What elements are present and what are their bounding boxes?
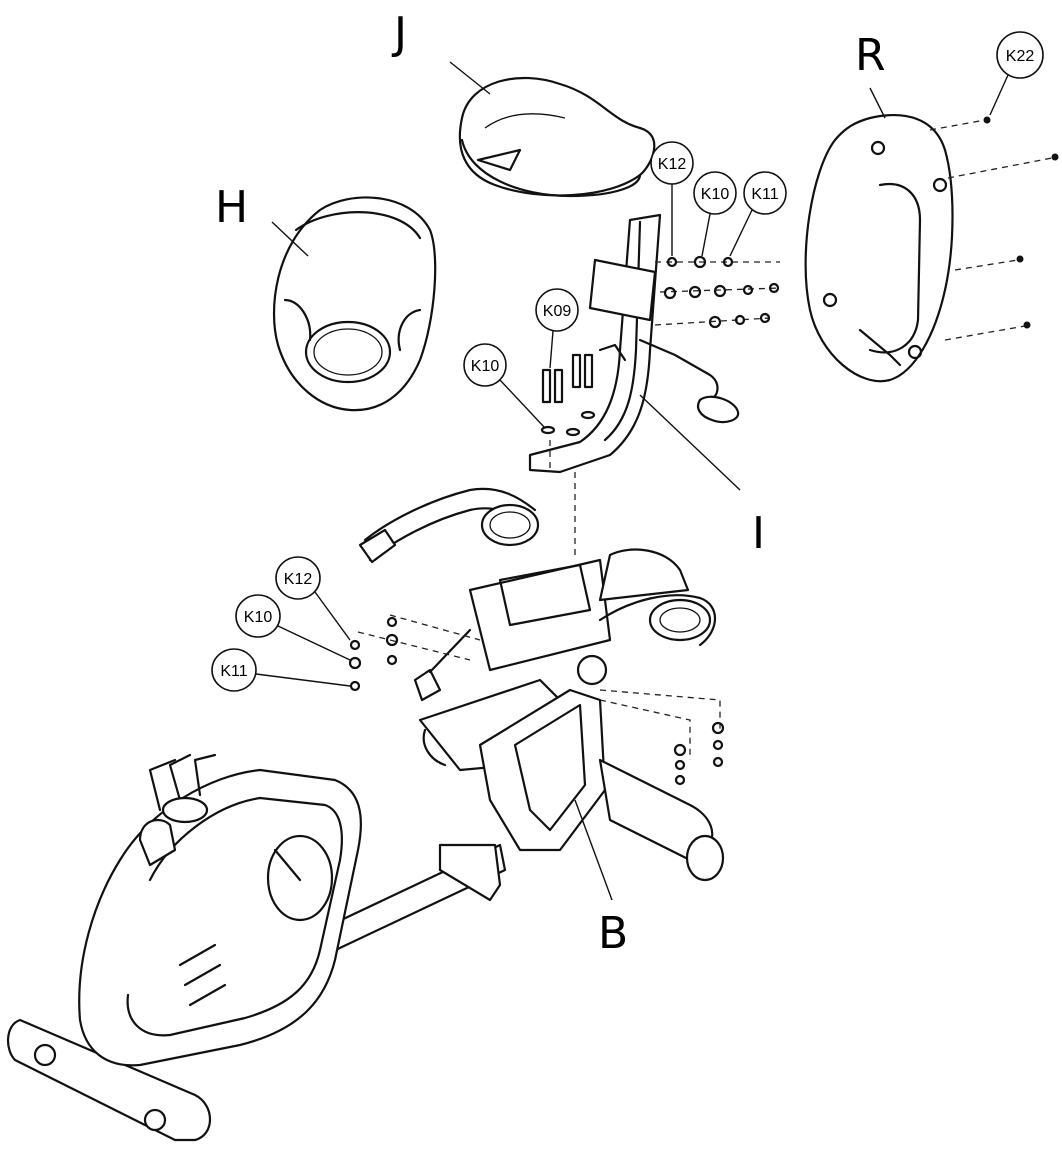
seat-mount-bolts [540, 353, 596, 437]
leader-r [869, 87, 886, 119]
callout-k12-left: K12 [275, 556, 351, 641]
callout-k11-top: K11 [729, 171, 787, 257]
flywheel-housing [78, 768, 362, 1067]
callout-k11-left-text: K11 [220, 663, 247, 680]
callout-k11-top-text: K11 [751, 186, 778, 203]
callout-k10-top: K10 [693, 171, 737, 257]
seat-cushion-part-j [458, 76, 656, 198]
callout-k10-left-text: K10 [244, 609, 273, 626]
part-label-i: I [752, 508, 765, 559]
callout-k10-mid: K10 [463, 343, 546, 429]
tension-cables [148, 753, 217, 824]
callout-k22: K22 [989, 31, 1044, 116]
callout-k09-text: K09 [543, 303, 572, 320]
handlebar-assembly [358, 487, 716, 702]
leader-i [639, 394, 741, 491]
main-frame-part-b [7, 678, 725, 1142]
leader-h [271, 221, 309, 257]
seat-frame-fasteners [654, 255, 781, 329]
leader-j [449, 61, 491, 95]
callout-k12-left-text: K12 [284, 571, 313, 588]
leader-b [574, 799, 613, 901]
part-label-j: J [391, 8, 407, 59]
part-label-b: B [598, 908, 628, 959]
callout-k12-top-text: K12 [658, 156, 687, 173]
callout-k10-top-text: K10 [701, 186, 730, 203]
callout-k10-mid-text: K10 [471, 358, 500, 375]
rear-cover-part-r [804, 114, 1059, 383]
callout-k10-left: K10 [235, 594, 351, 661]
callout-k22-text: K22 [1006, 48, 1035, 65]
callout-k11-left: K11 [211, 648, 351, 692]
handlebar-fasteners [348, 614, 725, 786]
seat-frame-part-i [528, 213, 740, 560]
part-label-r: R [855, 30, 886, 81]
part-label-h: H [215, 182, 248, 233]
callout-k12-top: K12 [650, 141, 694, 256]
backrest-part-h [272, 196, 437, 412]
callout-k09: K09 [535, 288, 579, 369]
